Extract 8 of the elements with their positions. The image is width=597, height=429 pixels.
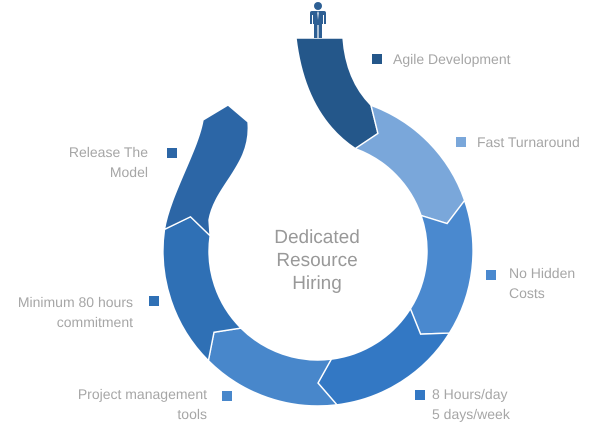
legend-label: Fast Turnaround (477, 133, 580, 152)
legend-label: Release The Model (68, 143, 148, 182)
center-heading: Dedicated Resource Hiring (273, 226, 361, 295)
legend-label: Agile Development (393, 50, 511, 69)
legend-label: No Hidden Costs (509, 264, 576, 303)
legend-label: Project management tools (76, 385, 207, 424)
legend-label: 8 Hours/day 5 days/week (432, 385, 511, 424)
legend-label: Minimum 80 hours commitment (16, 293, 133, 332)
